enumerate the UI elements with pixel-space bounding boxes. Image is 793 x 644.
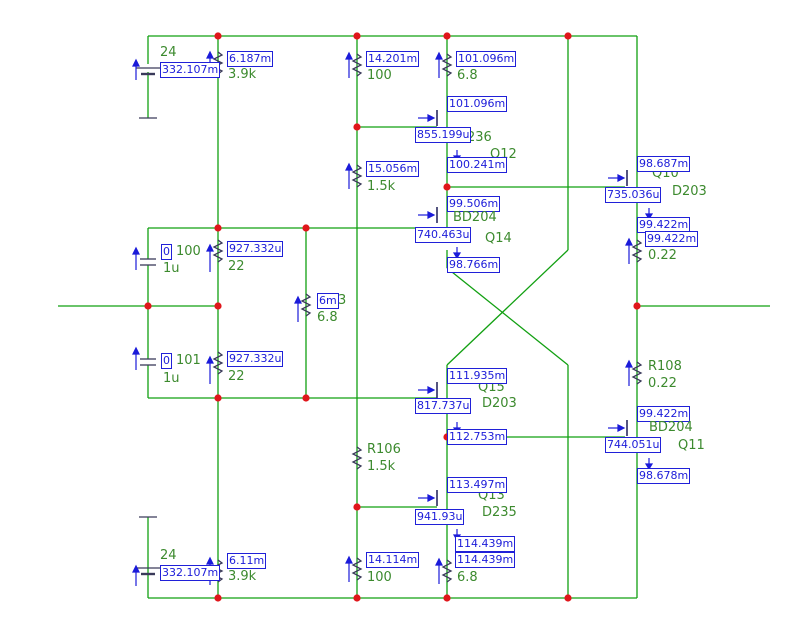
r106-name: R106: [367, 442, 401, 457]
r-bottom-left-value: 3.9k: [228, 569, 257, 584]
q11-name: Q11: [678, 438, 705, 453]
r-68-top-current: 101.096m: [456, 51, 517, 67]
c100-name: 100: [176, 244, 201, 259]
junction-nodes: [144, 32, 641, 602]
r-pot-left-current: 6m: [317, 293, 339, 309]
supply-bottom-current: 332.107m: [160, 565, 221, 581]
r108-name: R108: [648, 359, 682, 374]
r-bottom-left-current: 6.11m: [227, 553, 267, 569]
supply-top-name: 24: [160, 45, 177, 60]
supply-bottom-name: 24: [160, 548, 177, 563]
q13-base-current: 113.497m: [447, 477, 508, 493]
supply-top-current: 332.107m: [160, 62, 221, 78]
r-top-left-value: 3.9k: [228, 67, 257, 82]
battery-symbol-top: [136, 64, 160, 119]
q10-base-current: 98.687m: [637, 156, 691, 172]
r-022-top-current: 99.422m: [645, 231, 699, 247]
capacitor-c100: [140, 258, 156, 266]
components: [132, 50, 654, 586]
q12-base-current: 101.096m: [447, 96, 508, 112]
r-022-top-value: 0.22: [648, 248, 677, 263]
q13-emitter-current: 941.93u: [415, 509, 465, 525]
r-68-bottom-value: 6.8: [457, 570, 478, 585]
r106-value: 1.5k: [367, 459, 396, 474]
r-22-top-current: 927.332u: [227, 241, 284, 257]
r-100-top-value: 100: [367, 68, 392, 83]
q15-emitter-current: 817.737u: [415, 398, 472, 414]
r-100-bottom-current: 14.114m: [366, 552, 420, 568]
q14-base-current: 99.506m: [447, 196, 501, 212]
r-100-bottom-value: 100: [367, 570, 392, 585]
battery-symbol-bottom: [136, 516, 160, 576]
q11-collector-current: 98.678m: [637, 468, 691, 484]
r-22-bottom-value: 22: [228, 369, 245, 384]
q11-base-current: 99.422m: [637, 406, 691, 422]
q10-emitter-current: 735.036u: [605, 187, 662, 203]
c101-voltage: 0: [161, 353, 172, 369]
r-top-left-current: 6.187m: [227, 51, 274, 67]
r-100-top-current: 14.201m: [366, 51, 420, 67]
q14-type: BD204: [453, 210, 497, 225]
r-68-bottom-current: 114.439m: [455, 552, 516, 568]
q12-collector-current: 100.241m: [447, 157, 508, 173]
r-pot-left-name-fragment: 3: [338, 293, 347, 308]
c101-name: 101: [176, 353, 201, 368]
q13-type-fragment: D235: [482, 505, 517, 520]
c100-voltage: 0: [161, 244, 172, 260]
q10-collector-current: 99.422m: [637, 217, 691, 233]
q15-type-fragment: D203: [482, 396, 517, 411]
c100-value: 1u: [163, 261, 180, 276]
q13-collector-current: 114.439m: [455, 536, 516, 552]
q15-collector-current: 112.753m: [447, 429, 508, 445]
r-22-bottom-current: 927.332u: [227, 351, 284, 367]
transistor-symbols: [436, 110, 628, 506]
q12-emitter-current: 855.199u: [415, 127, 472, 143]
current-arrows: [132, 50, 654, 586]
q10-type-fragment: D203: [672, 184, 707, 199]
q14-collector-current: 98.766m: [447, 257, 501, 273]
r-pot-left-value: 6.8: [317, 310, 338, 325]
r-68-top-value: 6.8: [457, 68, 478, 83]
r-15k-top-value: 1.5k: [367, 179, 396, 194]
q11-emitter-current: 744.051u: [605, 437, 662, 453]
q15-name-fragment: Q15: [478, 380, 505, 395]
q11-type: BD204: [649, 420, 693, 435]
c101-value: 1u: [163, 371, 180, 386]
r-22-top-value: 22: [228, 259, 245, 274]
q14-name: Q14: [485, 231, 512, 246]
wires: [58, 35, 770, 599]
r108-value: 0.22: [648, 376, 677, 391]
resistor-zigzags: [212, 51, 643, 583]
q15-base-current: 111.935m: [447, 368, 508, 384]
r-15k-top-current: 15.056m: [366, 161, 420, 177]
q14-emitter-current: 740.463u: [415, 227, 472, 243]
capacitor-c101: [140, 358, 156, 366]
